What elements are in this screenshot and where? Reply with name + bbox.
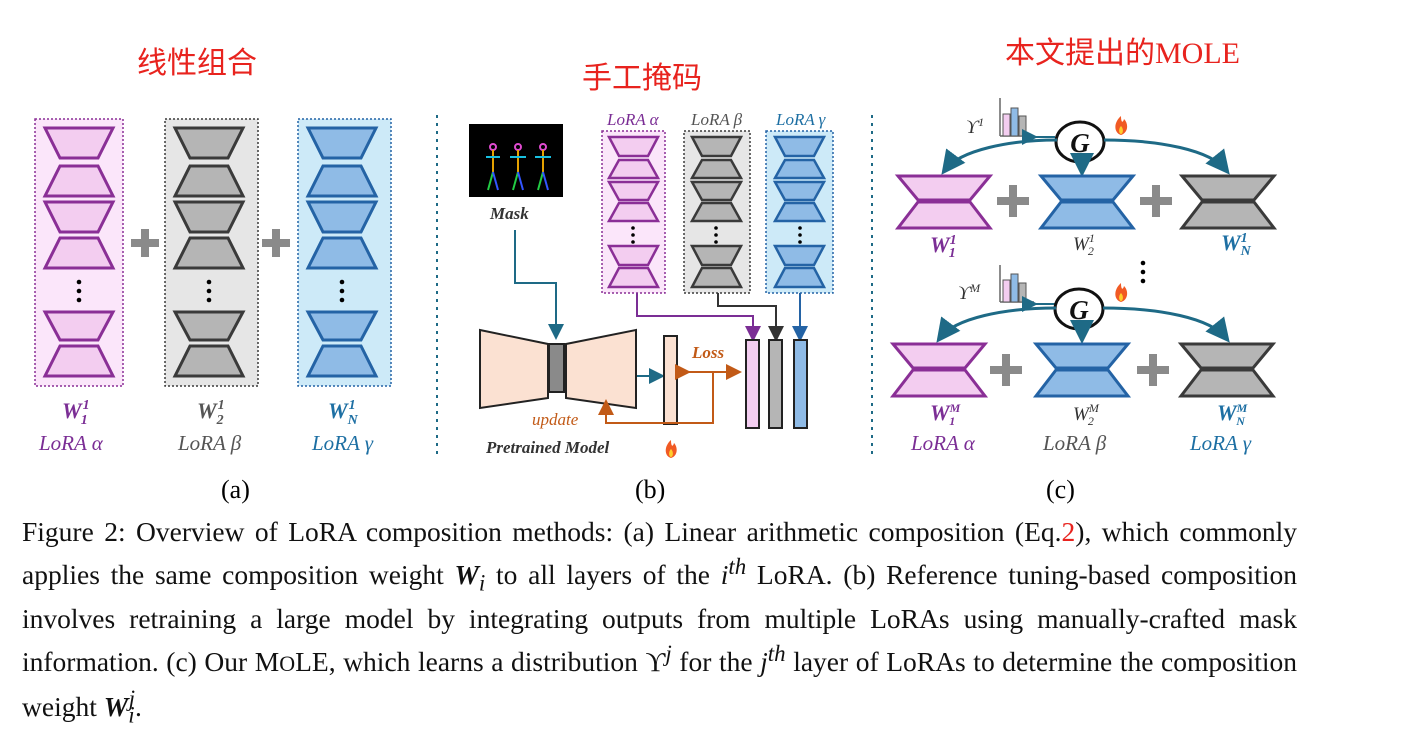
figure-caption: Figure 2: Overview of LoRA composition m…: [22, 516, 1298, 728]
gate-label: G: [1069, 295, 1089, 325]
lora-hourglass: [1178, 174, 1278, 230]
plus-icon: [990, 354, 1022, 386]
panel-a-heading: 线性组合: [137, 47, 257, 80]
panel-tag: (b): [635, 475, 665, 504]
lora-hourglass: [1032, 342, 1132, 398]
ellipsis: [76, 279, 82, 303]
lora-hourglass: [1037, 174, 1137, 230]
panel-b: Mask LoRA α LoRA β LoRA γ: [469, 110, 834, 504]
histogram-icon: [999, 98, 1034, 137]
lora-gamma-layers: [772, 135, 827, 289]
upsilon-label: ϒM: [958, 281, 981, 304]
lora-name: LoRA α: [606, 110, 660, 129]
mask-label: Mask: [489, 204, 529, 223]
flame-icon: [1115, 116, 1128, 135]
plus-icon: [262, 229, 290, 257]
flame-icon: [1115, 283, 1128, 302]
output-bar: [745, 339, 760, 429]
lora-alpha-layers: [42, 126, 116, 378]
lora-name: LoRA β: [690, 110, 743, 129]
update-label: update: [532, 410, 579, 429]
model-label: Pretrained Model: [485, 438, 610, 457]
gate-arrow-left: [936, 306, 1057, 343]
lora-name: LoRA γ: [1189, 431, 1252, 455]
lora-gamma-layers: [305, 126, 379, 378]
gate-arrow-left: [941, 138, 1058, 175]
panel-b-heading: 手工掩码: [582, 62, 702, 95]
model-output-bar: [663, 335, 678, 425]
mask-arrow: [514, 230, 564, 340]
output-bar: [768, 339, 783, 429]
plus-icon: [1137, 354, 1169, 386]
lora-name: LoRA γ: [775, 110, 827, 129]
gate-label: G: [1070, 128, 1090, 158]
lora-name: LoRA α: [38, 431, 104, 455]
update-arrow: [598, 372, 714, 424]
equation-ref-link[interactable]: 2: [1061, 516, 1076, 547]
panel-tag: (c): [1046, 475, 1075, 504]
figure: 线性组合 手工掩码 本文提出的MOLE: [34, 37, 1278, 504]
model-decoder: [565, 328, 637, 410]
output-bar: [793, 339, 808, 429]
lora-beta-layers: [689, 135, 744, 289]
lora-hourglass: [1177, 342, 1277, 398]
ellipsis: [339, 279, 345, 303]
plus-icon: [131, 229, 159, 257]
panel-c-heading: 本文提出的MOLE: [1005, 37, 1240, 70]
pose-figures: [486, 143, 551, 191]
lora-hourglass: [889, 342, 989, 398]
gate-arrow-right: [1103, 138, 1230, 175]
lora-beta-arrow: [717, 293, 784, 342]
lora-hourglass: [894, 174, 994, 230]
plus-icon: [997, 185, 1029, 217]
loss-label: Loss: [691, 343, 725, 362]
plus-icon: [1140, 185, 1172, 217]
histogram-icon: [999, 265, 1034, 303]
ellipsis: [206, 279, 212, 303]
model-encoder: [479, 328, 549, 410]
lora-name: LoRA β: [177, 431, 242, 455]
upsilon-label: ϒ1: [966, 115, 984, 138]
flame-icon: [665, 440, 677, 458]
mask-image: [469, 124, 563, 197]
lora-name: LoRA α: [910, 431, 976, 455]
gate-arrow-right: [1102, 306, 1230, 343]
lora-beta-layers: [172, 126, 246, 378]
panel-tag: (a): [221, 475, 250, 504]
ellipsis: [1140, 260, 1146, 284]
model-bottleneck: [548, 343, 565, 393]
lora-alpha-layers: [606, 135, 661, 289]
lora-name: LoRA γ: [311, 431, 374, 455]
lora-alpha-arrow: [636, 293, 761, 342]
lora-name: LoRA β: [1042, 431, 1107, 455]
